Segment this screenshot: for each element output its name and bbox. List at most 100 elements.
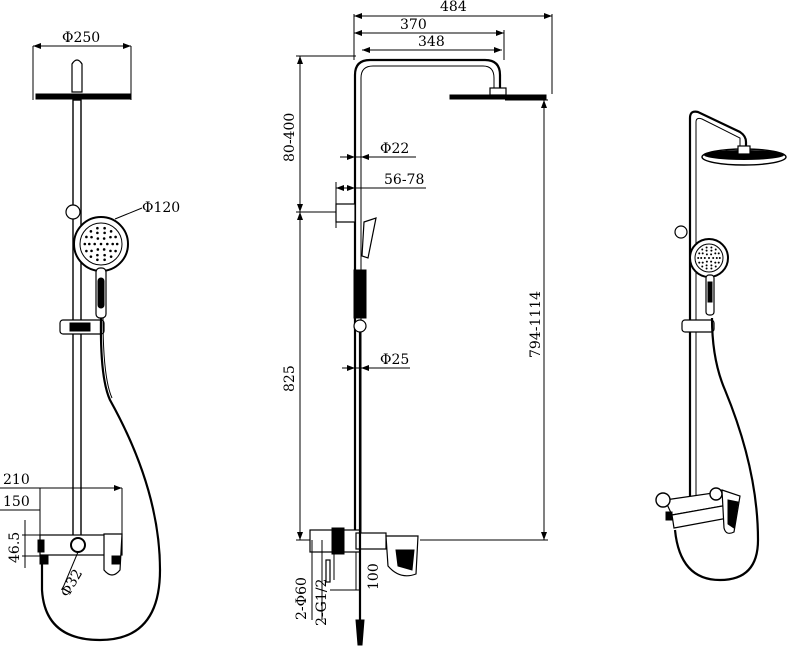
side-wall-bracket xyxy=(335,203,356,223)
dim-left-heights: 80-400 825 xyxy=(282,55,356,541)
dim-label-total-height: 794-1114 xyxy=(528,291,544,358)
dim-label-arm-inner: 348 xyxy=(418,34,445,50)
spray-nozzle xyxy=(714,248,717,251)
spray-nozzle xyxy=(103,258,106,262)
spray-nozzle xyxy=(96,231,99,235)
dim-label-lower-height: 825 xyxy=(282,365,298,392)
3d-hand-shower xyxy=(689,238,729,316)
dim-label-lower-pipe: Φ25 xyxy=(380,352,409,368)
spray-nozzle xyxy=(89,255,93,258)
spray-nozzle xyxy=(701,261,704,264)
mixer-valve xyxy=(37,533,123,576)
spray-nozzle xyxy=(85,235,88,239)
dim-label-upper-pipe: Φ22 xyxy=(380,141,409,157)
hand-shower xyxy=(73,216,129,319)
spray-nozzle xyxy=(96,258,99,262)
3d-bracket xyxy=(674,225,688,239)
spray-nozzle xyxy=(115,242,119,246)
spray-nozzle xyxy=(718,257,721,259)
dim-label-inlet-thread: 2-G1/2 xyxy=(314,579,330,626)
spray-nozzle xyxy=(715,257,718,259)
dim-label-valve-height: 46.5 xyxy=(7,532,23,563)
spray-nozzle xyxy=(103,226,106,230)
spray-nozzle xyxy=(111,242,114,246)
dim-label-inlet-diameter: 2-Φ60 xyxy=(294,577,310,620)
spray-nozzle xyxy=(83,242,87,246)
spray-nozzle xyxy=(114,235,117,239)
spray-nozzle xyxy=(714,252,717,255)
spray-nozzle xyxy=(705,267,708,270)
spray-nozzle xyxy=(701,252,704,255)
spray-nozzle xyxy=(700,257,703,259)
dim-label-knob-diameter: Φ32 xyxy=(58,567,87,600)
spray-nozzle xyxy=(93,242,96,246)
spray-nozzle xyxy=(114,249,117,253)
shower-arm xyxy=(353,58,502,540)
dim-label-arm-length: 370 xyxy=(400,17,427,33)
spray-nozzle xyxy=(96,226,99,230)
3d-riser xyxy=(688,110,748,500)
front-view: Φ250 Φ120 xyxy=(0,30,180,642)
spray-nozzle xyxy=(703,257,706,259)
perspective-view xyxy=(655,110,787,582)
spray-nozzle xyxy=(710,267,713,270)
spray-nozzle xyxy=(102,237,106,240)
dim-label-upper-height: 80-400 xyxy=(282,113,298,162)
spray-nozzle xyxy=(109,230,113,233)
spray-nozzle xyxy=(90,249,93,253)
spray-nozzle xyxy=(89,230,93,233)
spray-nozzle xyxy=(712,257,715,259)
spray-nozzle xyxy=(106,242,109,246)
dim-head-diameter: Φ250 xyxy=(32,30,132,100)
spray-nozzle xyxy=(698,261,701,264)
spray-nozzle xyxy=(96,237,100,240)
dim-top-widths: 484 370 348 xyxy=(353,0,553,94)
spray-nozzle xyxy=(109,249,112,253)
dim-total-height: 794-1114 xyxy=(420,99,548,541)
spray-nozzle xyxy=(705,246,708,249)
spray-nozzle xyxy=(103,253,106,257)
dim-label-total-width: 484 xyxy=(440,0,467,15)
spray-nozzle xyxy=(96,248,100,251)
spray-nozzle xyxy=(710,253,713,256)
3d-slider xyxy=(681,319,715,333)
spray-nozzle xyxy=(103,231,106,235)
spray-nozzle xyxy=(710,264,713,267)
spray-nozzle xyxy=(705,249,708,252)
spray-nozzle xyxy=(90,235,93,239)
spray-nozzle xyxy=(102,248,106,251)
spray-nozzle xyxy=(708,257,710,259)
spray-nozzle xyxy=(109,255,113,258)
spray-nozzle xyxy=(85,249,88,253)
spray-nozzle xyxy=(717,252,720,255)
spray-nozzle xyxy=(710,246,713,249)
spray-nozzle xyxy=(109,235,112,239)
side-view: 484 370 348 80-400 825 xyxy=(282,0,553,646)
dim-label-bracket-offset: 56-78 xyxy=(384,172,424,188)
spray-nozzle xyxy=(705,253,708,256)
spray-nozzle xyxy=(698,252,701,255)
3d-hose xyxy=(673,317,760,582)
spray-nozzle xyxy=(714,261,717,264)
dim-label-valve-height: 100 xyxy=(366,563,382,590)
shower-hose xyxy=(40,317,162,642)
dim-label-width-inner: 150 xyxy=(3,494,30,510)
spray-nozzle xyxy=(714,265,717,268)
spray-nozzle xyxy=(705,260,708,263)
spray-nozzle xyxy=(705,264,708,267)
spray-nozzle xyxy=(96,253,99,257)
side-mixer-valve: 2-Φ60 2-G1/2 100 xyxy=(294,527,419,626)
side-hand-handle xyxy=(353,269,367,319)
spray-nozzle xyxy=(99,242,103,246)
dim-label-hand-diameter: Φ120 xyxy=(142,200,180,216)
spray-nozzle xyxy=(697,257,700,259)
dim-label-width-outer: 210 xyxy=(3,472,30,488)
spray-nozzle xyxy=(710,249,713,252)
spray-nozzle xyxy=(701,248,704,251)
spray-nozzle xyxy=(88,242,91,246)
rain-shower-head xyxy=(35,59,131,100)
dim-label-head-diameter: Φ250 xyxy=(62,30,100,46)
spray-nozzle xyxy=(710,260,713,263)
3d-mixer-valve xyxy=(655,487,741,534)
